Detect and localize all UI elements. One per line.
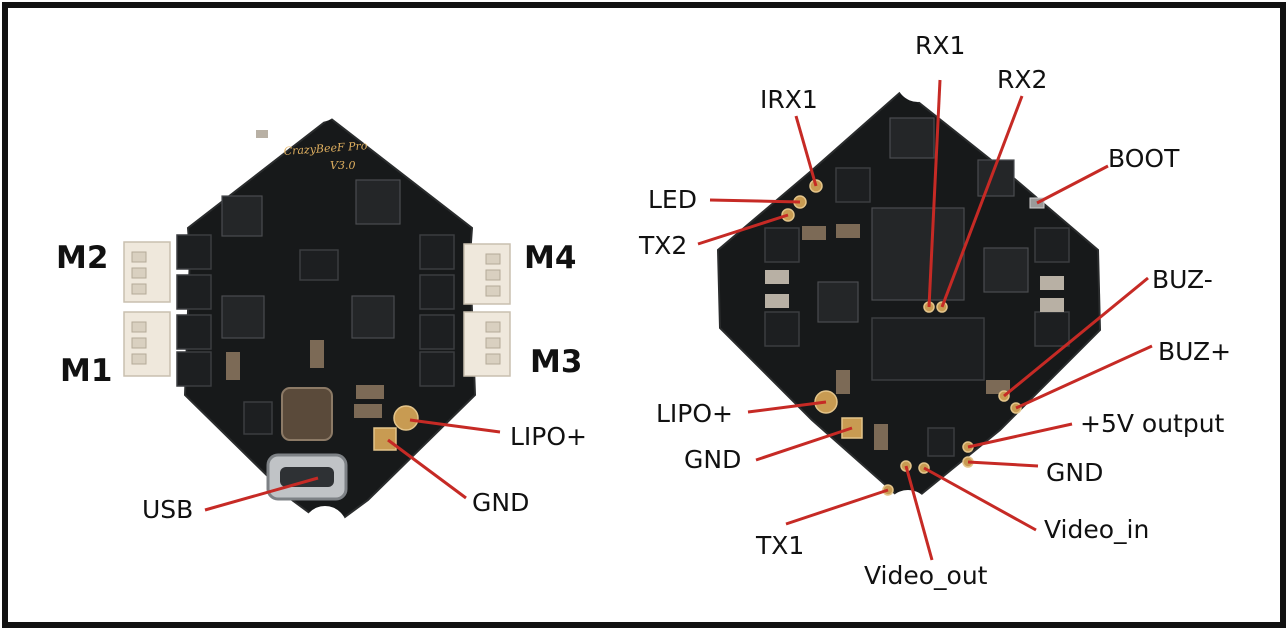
left-cap-1 bbox=[226, 352, 240, 380]
left-gnd-pad bbox=[373, 427, 397, 451]
m1-label: M1 bbox=[60, 353, 112, 389]
left-lipo-pad bbox=[393, 405, 419, 431]
right-cap-3 bbox=[765, 270, 789, 284]
video-in-leader bbox=[923, 466, 1037, 532]
right-mount-hole-top bbox=[896, 58, 940, 102]
irx1-label: IRX1 bbox=[760, 85, 818, 114]
left-small-chip bbox=[243, 401, 273, 435]
right-gnd-label: GND bbox=[684, 445, 741, 474]
left-mcu-chip bbox=[221, 295, 265, 339]
left-gnd-leader bbox=[387, 438, 467, 500]
esc-chip-l2 bbox=[176, 274, 212, 310]
left-chip-top bbox=[355, 179, 401, 225]
right-cap-6 bbox=[1040, 298, 1064, 312]
left-cap-3 bbox=[356, 385, 384, 399]
plus5v-leader bbox=[967, 422, 1073, 449]
rx1-leader bbox=[927, 79, 942, 308]
buz-plus-leader bbox=[1015, 344, 1153, 410]
esc-chip-l1 bbox=[176, 234, 212, 270]
right-mcu-chip bbox=[871, 207, 965, 301]
led-label: LED bbox=[648, 185, 697, 214]
right-cap-7 bbox=[836, 370, 850, 394]
left-cap-5 bbox=[256, 130, 268, 138]
m2-label: M2 bbox=[56, 240, 108, 276]
right-lipo-leader bbox=[747, 400, 827, 414]
left-lipo-leader bbox=[409, 418, 501, 434]
right-osd-chip bbox=[871, 317, 985, 381]
right-cap-5 bbox=[1040, 276, 1064, 290]
right-esc-l1 bbox=[764, 227, 800, 263]
m4-connector bbox=[463, 243, 511, 305]
right-gnd-leader bbox=[755, 426, 853, 462]
esc-chip-r3 bbox=[419, 314, 455, 350]
right-chip-small bbox=[927, 427, 955, 457]
irx1-leader bbox=[794, 115, 818, 187]
left-cap-4 bbox=[354, 404, 382, 418]
left-gnd-label: GND bbox=[472, 488, 529, 517]
right-board: RX1 RX2 IRX1 LED TX2 BOOT BUZ- BUZ+ +5V … bbox=[638, 31, 1231, 590]
tx2-label: TX2 bbox=[638, 231, 687, 260]
esc-chip-l3 bbox=[176, 314, 212, 350]
gnd-right-label: GND bbox=[1046, 458, 1103, 487]
right-chip-left-top bbox=[835, 167, 871, 203]
right-mount-hole-right bbox=[1100, 272, 1136, 308]
left-chip-top-left bbox=[221, 195, 263, 237]
buz-minus-label: BUZ- bbox=[1152, 265, 1213, 294]
plus5v-label: +5V output bbox=[1080, 409, 1225, 438]
boot-leader bbox=[1036, 164, 1109, 205]
m3-label: M3 bbox=[530, 344, 582, 380]
m4-label: M4 bbox=[524, 240, 576, 276]
right-mount-hole-bottom bbox=[886, 490, 930, 534]
left-silkscreen-title: CrazyBeeF Pro bbox=[283, 139, 368, 158]
video-in-label: Video_in bbox=[1044, 515, 1149, 544]
rx1-label: RX1 bbox=[915, 31, 965, 60]
left-board: CrazyBeeF Pro V3.0 bbox=[56, 78, 587, 550]
right-cap-4 bbox=[765, 294, 789, 308]
m1-connector bbox=[123, 311, 171, 377]
right-cap-9 bbox=[874, 424, 888, 450]
right-cap-1 bbox=[802, 226, 826, 240]
usb-label: USB bbox=[142, 495, 193, 524]
tx1-label: TX1 bbox=[755, 531, 804, 560]
usb-port-opening bbox=[280, 467, 334, 487]
buz-minus-leader bbox=[1003, 276, 1149, 398]
usb-leader bbox=[204, 476, 319, 512]
m3-connector bbox=[463, 311, 511, 377]
right-esc-r2 bbox=[1034, 311, 1070, 347]
tx2-leader bbox=[697, 213, 789, 246]
right-chip-left bbox=[817, 281, 859, 323]
video-out-label: Video_out bbox=[864, 561, 988, 590]
boot-label: BOOT bbox=[1108, 144, 1180, 173]
right-lipo-label: LIPO+ bbox=[656, 399, 733, 428]
esc-chip-l4 bbox=[176, 351, 212, 387]
left-chip-center bbox=[351, 295, 395, 339]
left-mount-hole-top bbox=[298, 78, 342, 122]
esc-chip-r1 bbox=[419, 234, 455, 270]
left-lipo-label: LIPO+ bbox=[510, 422, 587, 451]
left-cap-2 bbox=[310, 340, 324, 368]
left-silkscreen-version: V3.0 bbox=[330, 159, 355, 172]
gnd-right-leader bbox=[967, 460, 1039, 468]
right-esc-r1 bbox=[1034, 227, 1070, 263]
rx2-label: RX2 bbox=[997, 65, 1047, 94]
esc-chip-r4 bbox=[419, 351, 455, 387]
tx1-leader bbox=[785, 488, 889, 526]
m2-connector bbox=[123, 241, 171, 303]
led-leader bbox=[709, 198, 801, 204]
right-chip-top bbox=[889, 117, 935, 159]
esc-chip-r2 bbox=[419, 274, 455, 310]
left-mount-hole-left bbox=[94, 292, 130, 328]
right-mount-hole-left bbox=[679, 272, 715, 308]
buz-plus-label: BUZ+ bbox=[1158, 337, 1231, 366]
video-out-leader bbox=[904, 465, 934, 561]
left-inductor bbox=[281, 387, 333, 441]
right-cap-2 bbox=[836, 224, 860, 238]
left-mount-hole-right bbox=[510, 292, 546, 328]
left-regulator bbox=[299, 249, 339, 281]
left-mount-hole-bottom bbox=[303, 506, 347, 550]
right-chip-right bbox=[983, 247, 1029, 293]
rx2-leader bbox=[940, 95, 1024, 308]
right-esc-l2 bbox=[764, 311, 800, 347]
